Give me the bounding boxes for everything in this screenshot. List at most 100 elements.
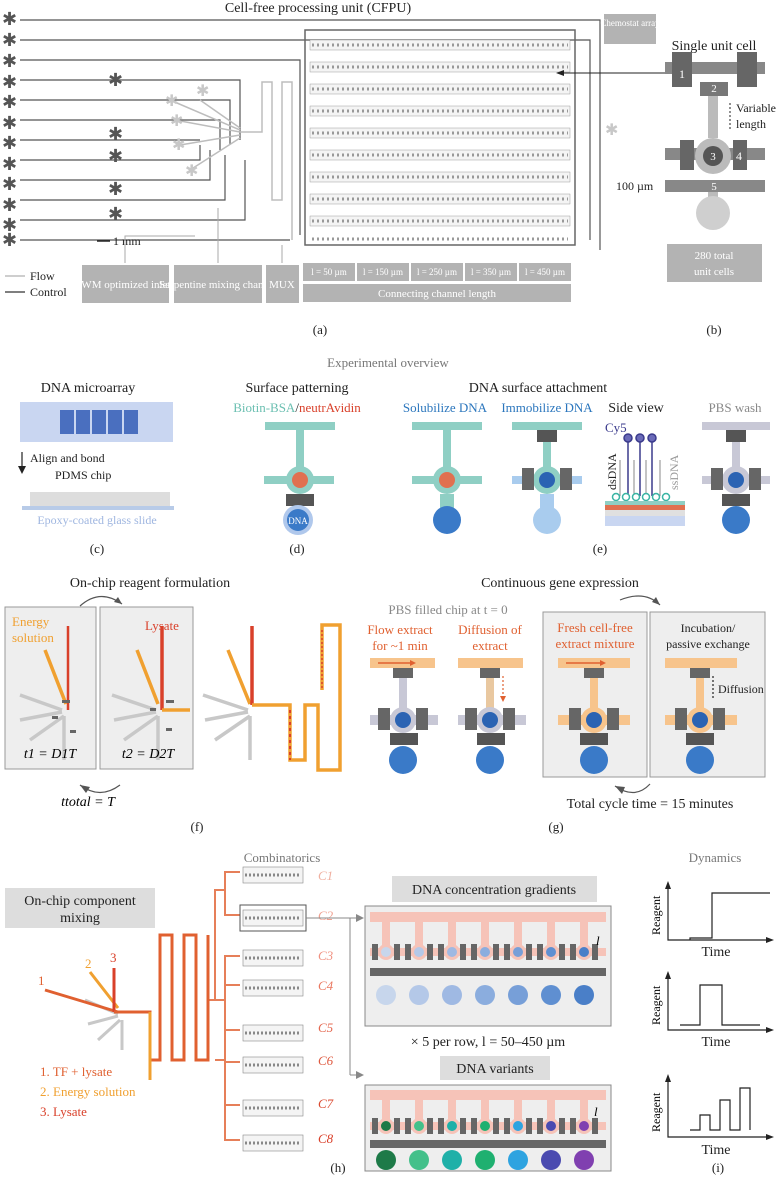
unit-cell-title: Single unit cell — [672, 39, 757, 54]
flow-extract-2: for ~1 min — [372, 638, 428, 653]
c-label-6: C6 — [318, 1053, 334, 1068]
time-2: Time — [701, 1035, 730, 1050]
box-pwm: PWM optimized inlets — [75, 279, 175, 291]
length-4: l = 450 µm — [525, 267, 565, 277]
fresh-2: extract mixture — [555, 636, 634, 651]
conc-stem — [448, 922, 456, 948]
var-stem — [415, 1100, 423, 1122]
length-0: l = 50 µm — [311, 267, 347, 277]
mixing-1: On-chip component — [24, 894, 136, 909]
reagent-formulation-title: On-chip reagent formulation — [70, 576, 230, 591]
panel-a: Cell-free processing unit (CFPU) ✱✱✱ ✱✱✱… — [2, 1, 660, 337]
lysate-label: Lysate — [145, 618, 179, 633]
unit-1: 1 — [679, 67, 685, 81]
incubation-2: passive exchange — [666, 637, 750, 651]
c-label-4: C4 — [318, 978, 334, 993]
legend-3: 3. Lysate — [40, 1104, 87, 1119]
panel-i: Dynamics Reagent Time Reagent Time Reage… — [649, 850, 774, 1175]
dsdna-label: dsDNA — [605, 453, 619, 490]
var-valve — [537, 1118, 543, 1134]
dna-label: DNA — [288, 516, 308, 526]
conc-spot — [513, 947, 523, 957]
var-well — [574, 1150, 594, 1170]
svg-text:✱: ✱ — [172, 137, 185, 154]
conc-title: DNA concentration gradients — [412, 883, 576, 898]
combinatorics-title: Combinatorics — [244, 850, 321, 865]
conc-well — [475, 985, 495, 1005]
var-spot — [414, 1121, 424, 1131]
surface-patterning-title: Surface patterning — [245, 381, 348, 396]
c-label-5: C5 — [318, 1020, 334, 1035]
conc-valve — [372, 944, 378, 960]
label-e: (e) — [593, 541, 607, 556]
reagent-3: Reagent — [649, 1092, 663, 1132]
var-spot — [480, 1121, 490, 1131]
svg-text:✱: ✱ — [165, 93, 178, 110]
var-well — [475, 1150, 495, 1170]
var-valve — [570, 1118, 576, 1134]
solubilize-label: Solubilize DNA — [403, 400, 488, 415]
l-marker-1: l — [596, 933, 600, 948]
mix-n1: 1 — [38, 973, 45, 988]
conc-valve — [493, 944, 499, 960]
incubation-1: Incubation/ — [681, 621, 736, 635]
svg-text:✱: ✱ — [196, 83, 209, 100]
ssdna-label: ssDNA — [667, 454, 681, 490]
label-c: (c) — [90, 541, 104, 556]
conc-well — [376, 985, 396, 1005]
c-label-8: C8 — [318, 1131, 334, 1146]
dna-attachment-title: DNA surface attachment — [469, 381, 607, 396]
energy-1: Energy — [12, 614, 50, 629]
ttotal-label: ttotal = T — [61, 795, 116, 810]
unit-3: 3 — [710, 151, 716, 163]
mix-n3: 3 — [110, 950, 117, 965]
conc-valve — [592, 944, 598, 960]
conc-well — [541, 985, 561, 1005]
conc-spot — [579, 947, 589, 957]
t1-label: t1 = D1T — [24, 747, 77, 762]
svg-text:✱: ✱ — [108, 146, 123, 166]
pbs-filled: PBS filled chip at t = 0 — [388, 602, 507, 617]
svg-text:✱: ✱ — [108, 124, 123, 144]
svg-text:✱: ✱ — [2, 174, 17, 194]
dynamics-title: Dynamics — [689, 850, 742, 865]
extract: extract — [472, 638, 508, 653]
conc-valve — [526, 944, 532, 960]
conc-valve — [559, 944, 565, 960]
panel-e: DNA surface attachment Solubilize DNA Im… — [403, 381, 770, 556]
c-label-3: C3 — [318, 948, 334, 963]
l-marker-2: l — [594, 1104, 598, 1119]
conc-spot — [480, 947, 490, 957]
var-spot — [447, 1121, 457, 1131]
svg-text:✱: ✱ — [2, 230, 17, 250]
var-spot — [579, 1121, 589, 1131]
panel-h: Combinatorics On-chip component mixing 1… — [5, 850, 612, 1175]
conc-valve — [504, 944, 510, 960]
var-stem — [481, 1100, 489, 1122]
var-stem — [514, 1100, 522, 1122]
var-valve — [394, 1118, 400, 1134]
svg-text:✱: ✱ — [185, 163, 198, 180]
var-well — [376, 1150, 396, 1170]
cfpu-title: Cell-free processing unit (CFPU) — [225, 1, 412, 16]
total-2: unit cells — [694, 266, 734, 278]
conc-valve — [427, 944, 433, 960]
var-spot — [513, 1121, 523, 1131]
svg-text:✱: ✱ — [2, 51, 17, 71]
conc-spot — [381, 947, 391, 957]
svg-text:✱: ✱ — [2, 215, 17, 235]
time-3: Time — [701, 1143, 730, 1158]
gene-expression-title: Continuous gene expression — [481, 576, 639, 591]
length-1: l = 150 µm — [363, 267, 403, 277]
conc-stem — [580, 922, 588, 948]
svg-text:✱: ✱ — [108, 204, 123, 224]
connecting-length: Connecting channel length — [378, 288, 496, 300]
var-valve — [372, 1118, 378, 1134]
c-label-7: C7 — [318, 1096, 334, 1111]
side-view-label: Side view — [608, 401, 664, 416]
label-a: (a) — [313, 322, 327, 337]
pbs-wash-label: PBS wash — [708, 400, 762, 415]
unit-5: 5 — [711, 181, 717, 193]
chemostat-box — [604, 14, 656, 44]
